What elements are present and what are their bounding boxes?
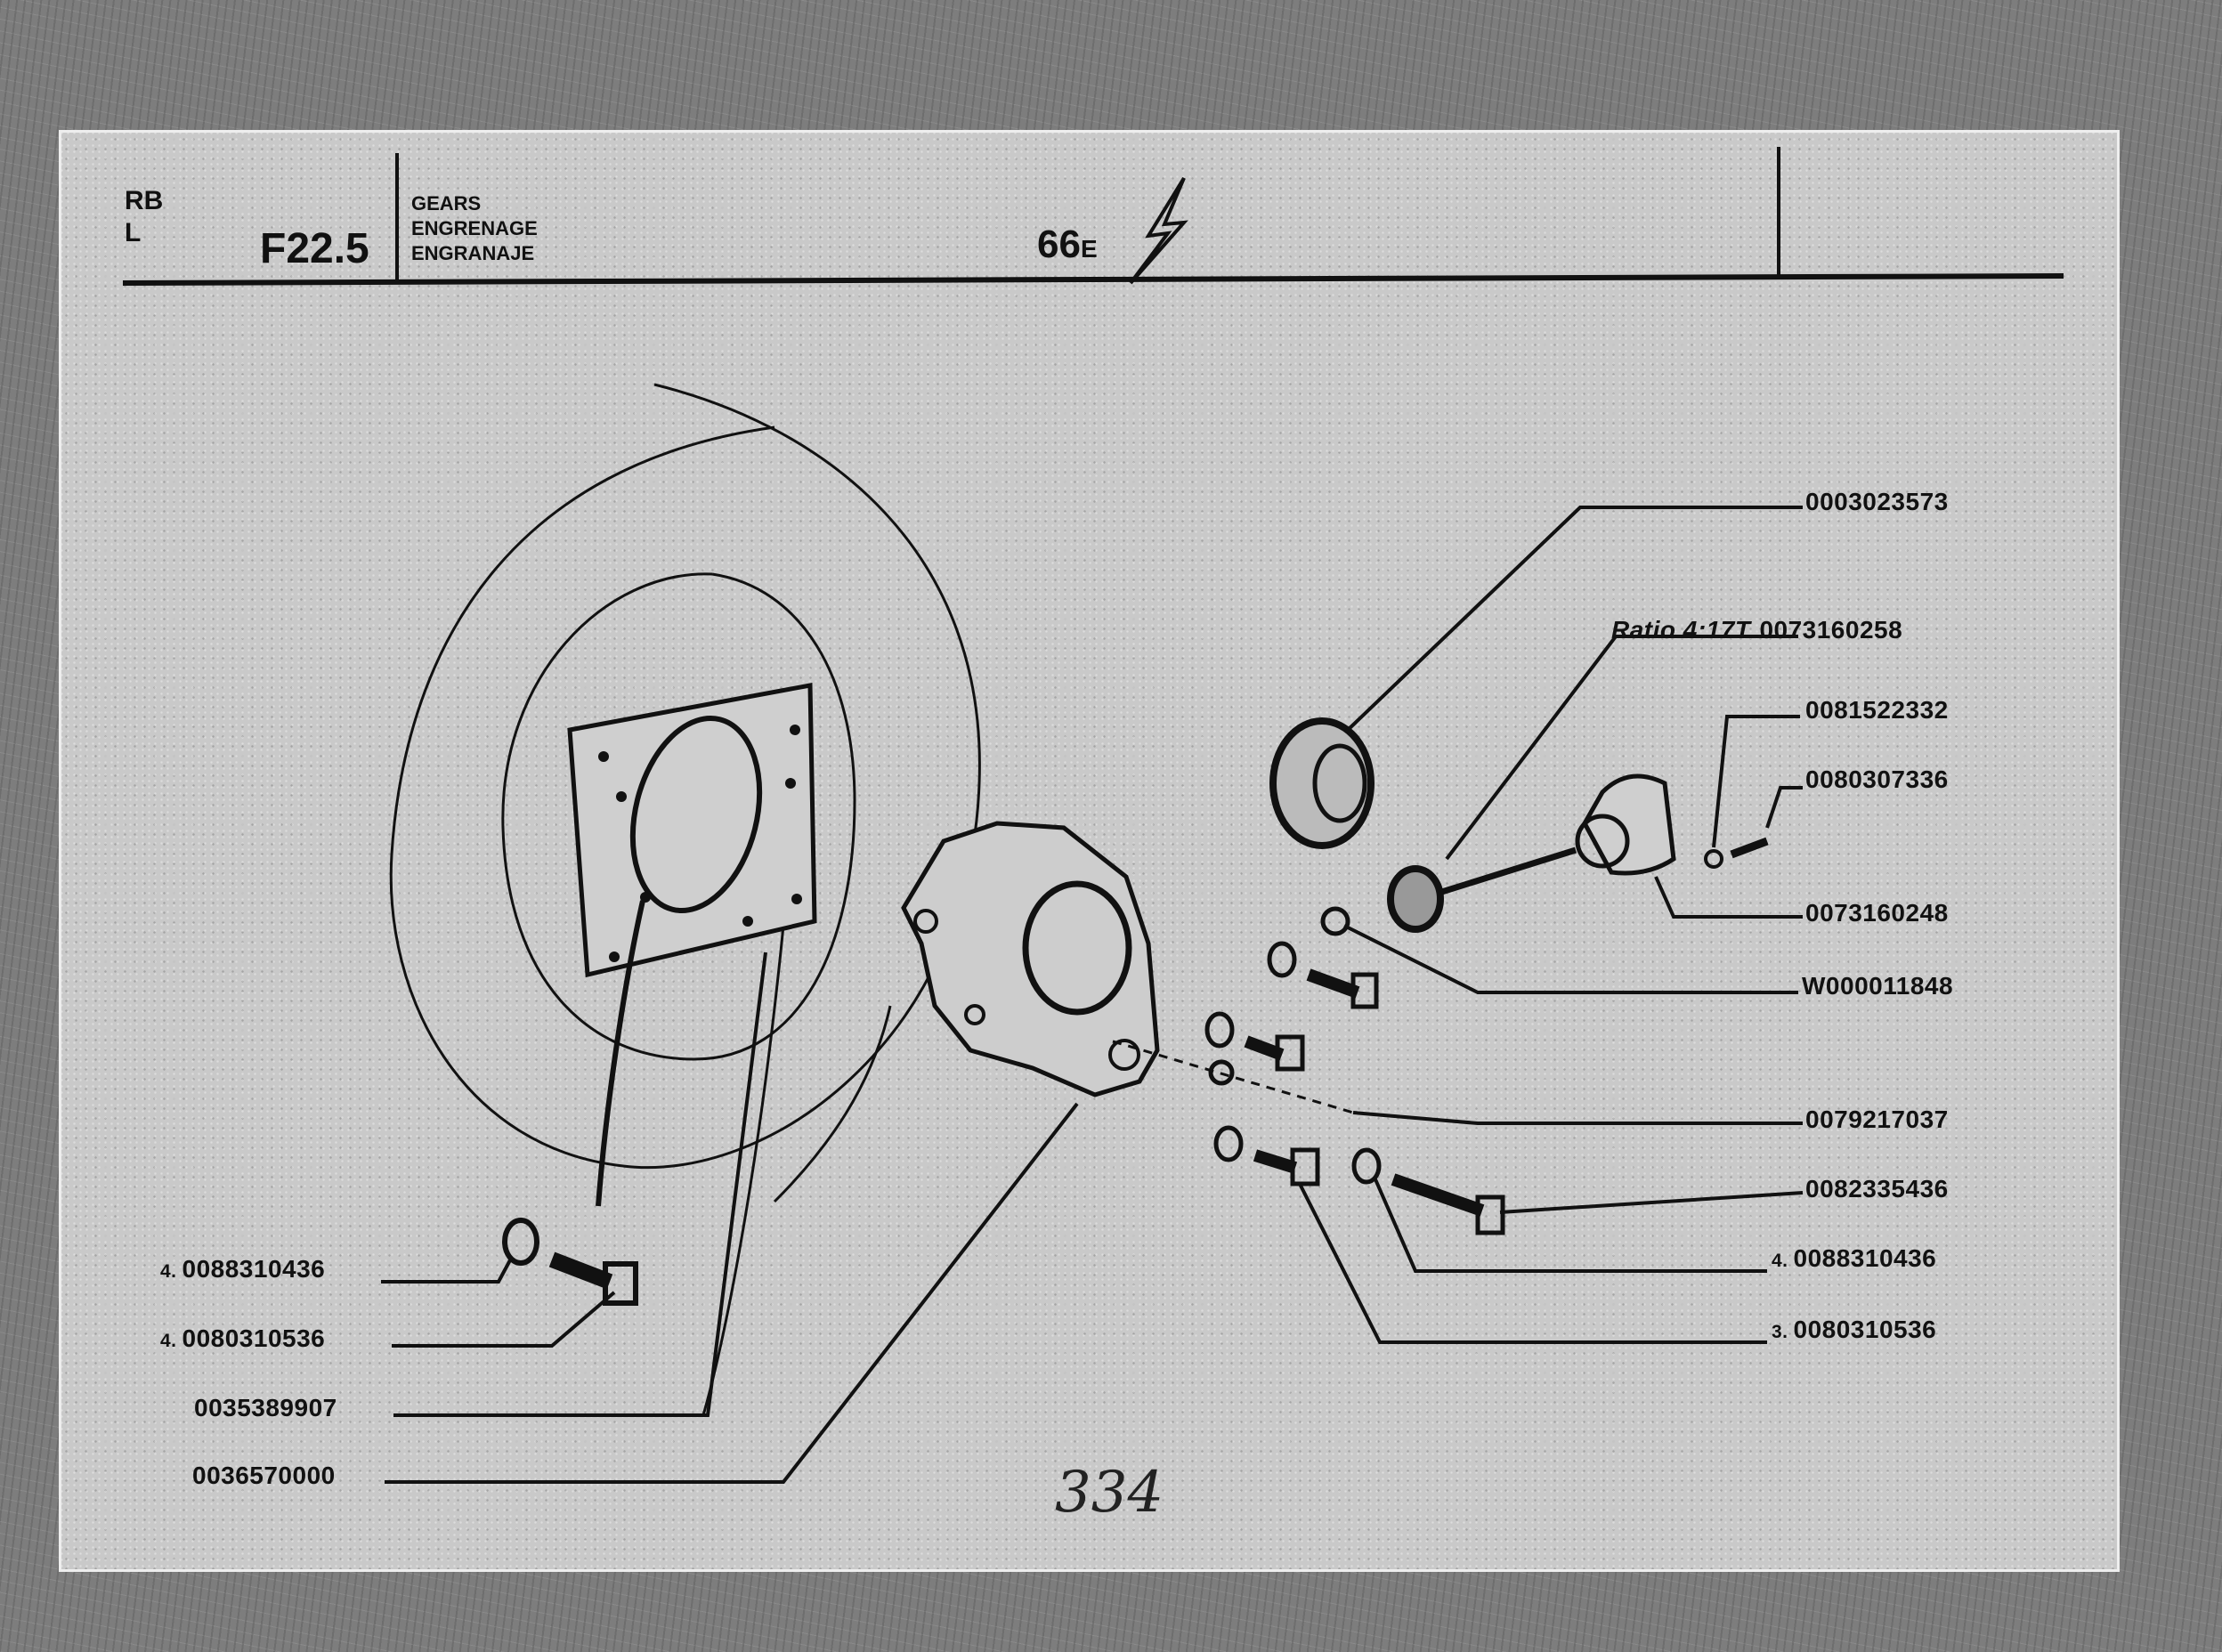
- electrical-bolt-icon: [1129, 176, 1188, 285]
- part-number-label: 4.0088310436: [160, 1255, 326, 1283]
- part-number-label: W000011848: [1802, 972, 1954, 1000]
- adapter-leader: [596, 900, 645, 1207]
- header-rule: [122, 273, 2064, 286]
- part-number-label: 0080307336: [1805, 765, 1949, 793]
- header-code-l: L: [125, 218, 142, 247]
- part-number-label: 0036570000: [192, 1462, 336, 1489]
- page-number: 334: [1055, 1460, 1164, 1526]
- part-number-label: 0079217037: [1805, 1105, 1949, 1133]
- header-code-rb: RB: [125, 186, 164, 215]
- part-number-label: 4.0088310436: [1772, 1244, 1937, 1272]
- housing-bore: [1022, 880, 1132, 1016]
- model-suffix: E: [1080, 235, 1098, 263]
- ratio-label: Ratio 4:17T: [1611, 616, 1751, 644]
- adapter-plate-bore: [629, 716, 763, 913]
- flywheel-inner-outline: [501, 572, 856, 1061]
- part-number-label: 4.0080310536: [160, 1324, 326, 1352]
- header-codes: RB L: [125, 185, 163, 249]
- part-number-label: 0003023573: [1805, 488, 1949, 515]
- part-number-label: 0035389907: [194, 1394, 337, 1421]
- part-number-label: 0082335436: [1805, 1175, 1949, 1203]
- title-gears: GEARS: [411, 192, 482, 215]
- seal-drawing: [1269, 717, 1375, 849]
- title-engrenage: ENGRENAGE: [411, 217, 538, 239]
- part-number-label: 0081522332: [1805, 696, 1949, 724]
- adapter-plate-drawing: [567, 683, 817, 978]
- header-titles: GEARS ENGRENAGE ENGRANAJE: [411, 191, 538, 266]
- drive-cap-drawing: [1582, 773, 1676, 876]
- pinion-shaft: [1431, 846, 1577, 898]
- model-code: 66E: [1037, 223, 1098, 267]
- flywheel-tail: [773, 1005, 892, 1203]
- gear-housing-drawing: [901, 821, 1160, 1097]
- part-number-label: 0073160248: [1805, 899, 1949, 927]
- pinion-gear: [1387, 865, 1444, 933]
- part-number-label: 3.0080310536: [1772, 1316, 1937, 1343]
- flywheel-outer-outline: [389, 383, 981, 1170]
- model-number: 66: [1037, 223, 1081, 266]
- title-engranaje: ENGRANAJE: [411, 242, 535, 264]
- parts-catalog-sheet: [59, 130, 2120, 1572]
- section-code: F22.5: [260, 225, 369, 272]
